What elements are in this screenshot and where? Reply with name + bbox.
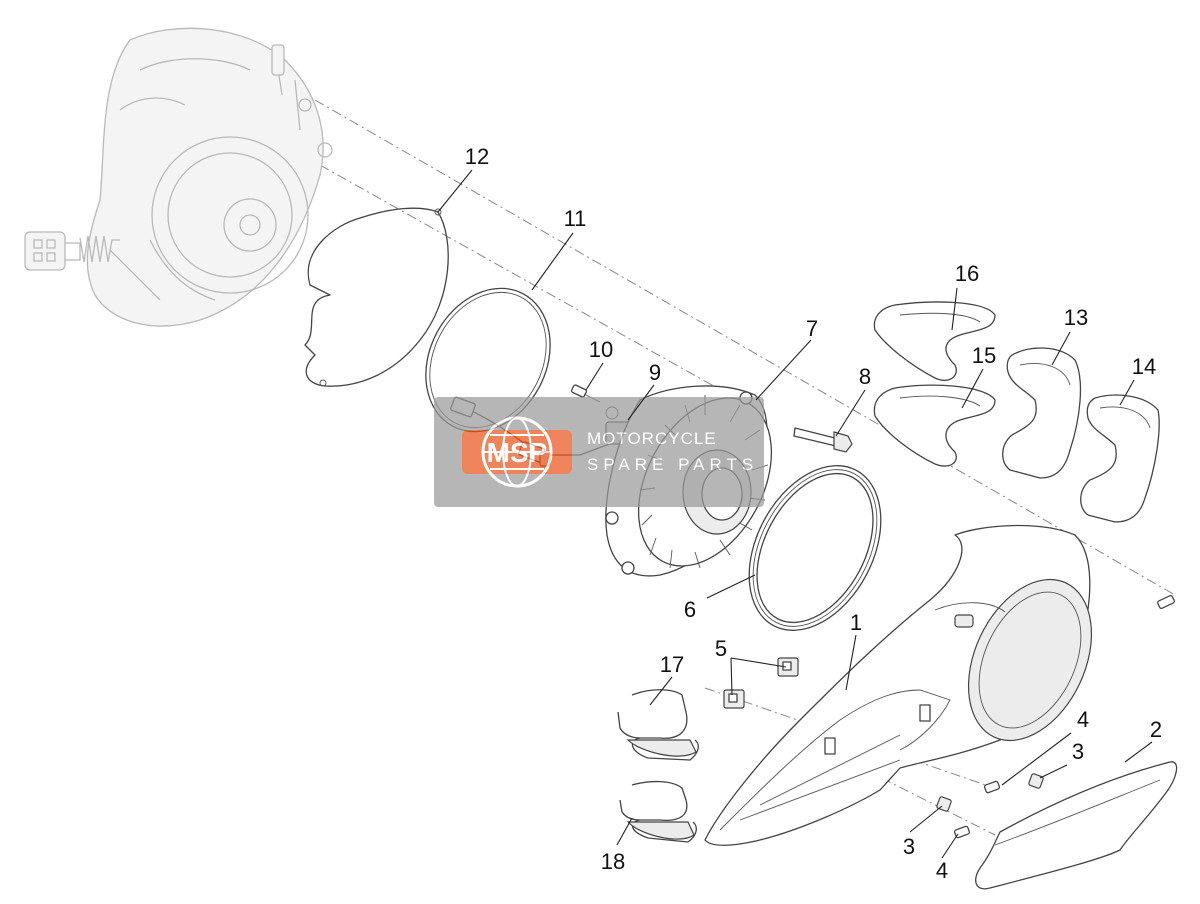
part-lower-cover-2 bbox=[975, 761, 1178, 890]
callout-17: 17 bbox=[660, 652, 684, 677]
watermark-brand: MSP bbox=[487, 437, 548, 468]
callout-18: 18 bbox=[601, 849, 625, 874]
callout-16: 16 bbox=[955, 261, 979, 286]
part-deflector-14 bbox=[1080, 394, 1160, 523]
callout-10: 10 bbox=[589, 337, 613, 362]
callout-4b: 4 bbox=[936, 858, 948, 883]
leader-lines bbox=[437, 169, 1153, 859]
part-clips-5 bbox=[723, 657, 799, 709]
part-pad-17 bbox=[617, 689, 699, 761]
callout-9: 9 bbox=[649, 360, 661, 385]
callout-3b: 3 bbox=[903, 834, 915, 859]
callout-15: 15 bbox=[972, 343, 996, 368]
callout-5: 5 bbox=[715, 636, 727, 661]
callout-6: 6 bbox=[684, 597, 696, 622]
part-transmission-cover-1 bbox=[704, 524, 1093, 846]
callout-7: 7 bbox=[806, 316, 818, 341]
callout-14: 14 bbox=[1132, 354, 1156, 379]
part-deflector-13 bbox=[1002, 347, 1082, 479]
part-fasteners-3-4 bbox=[936, 773, 1044, 839]
engine-crankcase-ghost bbox=[24, 27, 333, 327]
part-insert-15 bbox=[873, 384, 996, 467]
callout-8: 8 bbox=[859, 364, 871, 389]
part-seal-6 bbox=[748, 465, 882, 631]
callout-3a: 3 bbox=[1072, 739, 1084, 764]
callout-12: 12 bbox=[465, 144, 489, 169]
callout-11: 11 bbox=[564, 206, 587, 231]
callout-2: 2 bbox=[1150, 717, 1162, 742]
part-bolt-8 bbox=[793, 427, 853, 453]
callout-4a: 4 bbox=[1077, 707, 1089, 732]
watermark-line2: SPARE PARTS bbox=[587, 455, 758, 474]
callout-1: 1 bbox=[850, 610, 862, 635]
part-insert-16 bbox=[873, 301, 996, 381]
watermark-line1: MOTORCYCLE bbox=[587, 429, 717, 448]
part-pad-18 bbox=[619, 780, 697, 843]
part-screw-right bbox=[1157, 595, 1175, 609]
callout-labels: 12 11 10 9 7 8 16 15 13 14 6 1 5 17 18 4… bbox=[465, 144, 1162, 883]
watermark: MSP MOTORCYCLE SPARE PARTS bbox=[434, 397, 764, 507]
callout-13: 13 bbox=[1064, 305, 1088, 330]
part-gasket-12 bbox=[304, 207, 449, 387]
watermark-panel bbox=[434, 397, 764, 507]
